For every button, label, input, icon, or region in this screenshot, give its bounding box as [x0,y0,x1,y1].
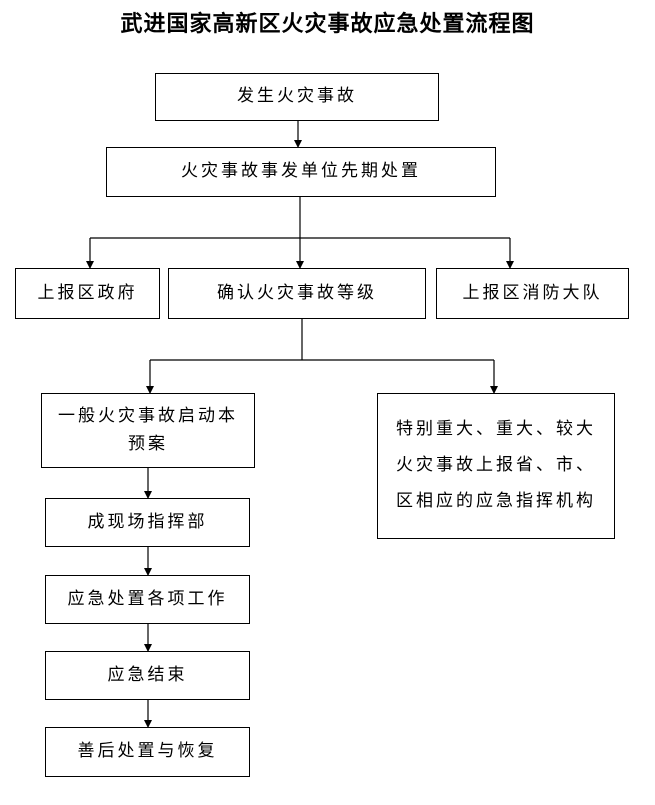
node-emergency-end-label: 应急结束 [107,664,188,685]
node-fire-occurs-label: 发生火灾事故 [237,86,357,107]
page-title: 武进国家高新区火灾事故应急处置流程图 [120,11,535,37]
node-report-fire-brigade: 上报区消防大队 [436,268,629,319]
node-field-command: 成现场指挥部 [45,498,250,547]
node-general-plan-label: 一般火灾事故启动本预案 [58,406,238,454]
node-aftermath: 善后处置与恢复 [45,727,250,777]
node-report-fire-brigade-label: 上报区消防大队 [462,282,603,303]
node-general-plan: 一般火灾事故启动本预案 [41,393,255,468]
node-confirm-level-label: 确认火灾事故等级 [217,282,377,303]
node-emergency-end: 应急结束 [45,651,250,700]
node-initial-response-label: 火灾事故事发单位先期处置 [181,161,421,182]
node-field-command-label: 成现场指挥部 [87,511,208,532]
node-fire-occurs: 发生火灾事故 [155,73,439,121]
node-emergency-tasks-label: 应急处置各项工作 [67,588,228,609]
node-emergency-tasks: 应急处置各项工作 [45,575,250,624]
node-initial-response: 火灾事故事发单位先期处置 [106,147,496,197]
node-major-report-label: 特别重大、重大、较大火灾事故上报省、市、区相应的应急指挥机构 [396,419,596,511]
node-report-district-gov-label: 上报区政府 [37,282,138,303]
node-major-report: 特别重大、重大、较大火灾事故上报省、市、区相应的应急指挥机构 [377,393,615,539]
node-confirm-level: 确认火灾事故等级 [168,268,426,319]
node-aftermath-label: 善后处置与恢复 [77,741,218,762]
node-report-district-gov: 上报区政府 [15,268,160,319]
